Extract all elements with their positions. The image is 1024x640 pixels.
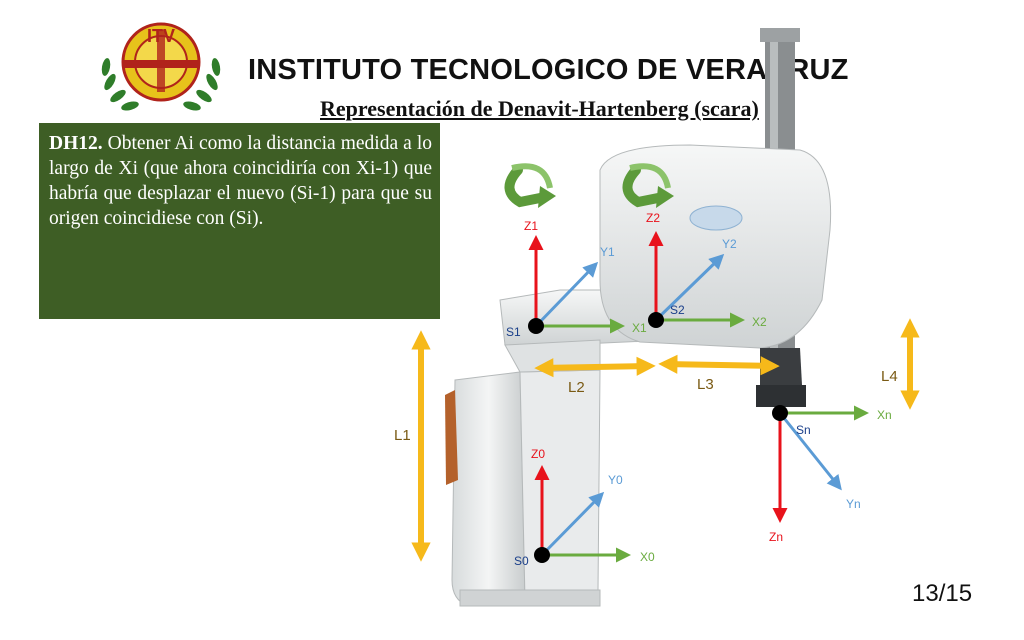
robot-illustration (445, 28, 832, 607)
x1-label: X1 (632, 321, 647, 335)
page-title: INSTITUTO TECNOLOGICO DE VERACRUZ (248, 54, 849, 86)
rotation-arrow-2 (622, 163, 674, 208)
rotation-arrow-1 (504, 163, 556, 208)
laurel-wreath (101, 58, 221, 111)
length-arrows: L1 L2 L3 L4 (394, 318, 920, 562)
x0-label: X0 (640, 550, 655, 564)
page-subtitle: Representación de Denavit-Hartenberg (sc… (320, 96, 759, 121)
l4-label: L4 (881, 368, 898, 385)
frame-sn: Zn Yn Xn Sn (769, 405, 892, 544)
page-number: 13/15 (912, 580, 973, 607)
yn-axis (778, 412, 842, 491)
y1-label: Y1 (600, 245, 615, 259)
s1-origin (528, 318, 544, 334)
y2-axis (654, 253, 725, 322)
s2-label: S2 (670, 303, 685, 317)
z2-label: Z2 (646, 211, 660, 225)
y0-axis (540, 491, 605, 557)
s2-origin (648, 312, 664, 328)
z1-label: Z1 (524, 219, 538, 233)
logo-text: ITV (147, 26, 175, 46)
zn-label: Zn (769, 530, 783, 544)
l3-label: L3 (697, 376, 714, 393)
sn-label: Sn (796, 423, 811, 437)
y1-axis (534, 261, 599, 328)
z0-label: Z0 (531, 447, 545, 461)
definition-textbox: DH12. Obtener Ai como la distancia medid… (39, 123, 440, 319)
frame-s2: Z2 Y2 X2 S2 (646, 211, 767, 329)
l3-arrow (658, 354, 780, 376)
s0-origin (534, 547, 550, 563)
l2-arrow (534, 356, 656, 378)
y0-label: Y0 (608, 473, 623, 487)
definition-label: DH12. (49, 133, 103, 154)
frame-s0: Z0 Y0 X0 S0 (514, 447, 655, 568)
frame-s1: Z1 Y1 X1 S1 (506, 219, 647, 339)
gear-emblem (121, 22, 201, 102)
xn-label: Xn (877, 408, 892, 422)
l1-label: L1 (394, 427, 411, 444)
sn-origin (772, 405, 788, 421)
s0-label: S0 (514, 554, 529, 568)
y2-label: Y2 (722, 237, 737, 251)
definition-body: Obtener Ai como la distancia medida a lo… (49, 133, 432, 229)
yn-label: Yn (846, 497, 861, 511)
s1-label: S1 (506, 325, 521, 339)
l2-label: L2 (568, 379, 585, 396)
itv-logo: ITV (101, 22, 221, 111)
x2-label: X2 (752, 315, 767, 329)
